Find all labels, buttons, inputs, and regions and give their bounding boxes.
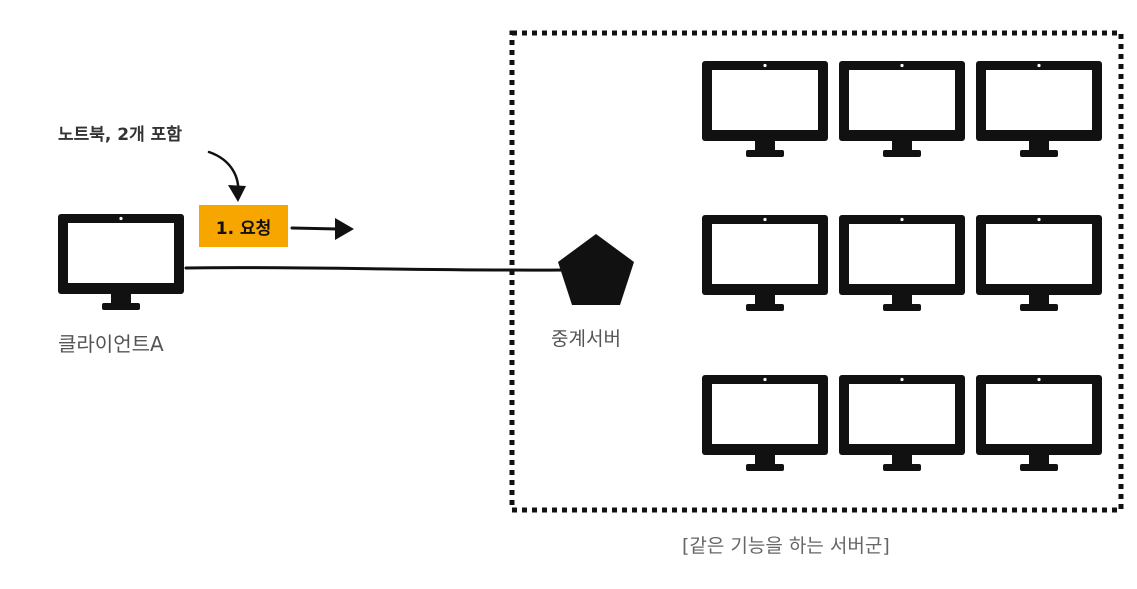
server-grid: [702, 61, 1102, 471]
client-monitor-icon: [58, 214, 184, 310]
server-monitor-icon: [976, 61, 1102, 157]
request-badge: 1. 요청: [199, 205, 288, 247]
request-arrow-icon: [290, 218, 354, 240]
connection-line: [184, 266, 567, 272]
server-group-caption: [같은 기능을 하는 서버군]: [682, 535, 890, 557]
annotation-arrow-icon: [207, 150, 246, 202]
server-monitor-icon: [839, 215, 965, 311]
server-monitor-icon: [702, 61, 828, 157]
server-monitor-icon: [839, 61, 965, 157]
server-monitor-icon: [702, 215, 828, 311]
relay-server-pentagon-icon: [558, 234, 634, 305]
server-monitor-icon: [976, 215, 1102, 311]
client-label: 클라이언트A: [58, 332, 164, 356]
server-monitor-icon: [976, 375, 1102, 471]
annotation-note: 노트북, 2개 포함: [58, 125, 182, 145]
server-monitor-icon: [839, 375, 965, 471]
server-monitor-icon: [702, 375, 828, 471]
relay-server-label: 중계서버: [551, 328, 621, 350]
